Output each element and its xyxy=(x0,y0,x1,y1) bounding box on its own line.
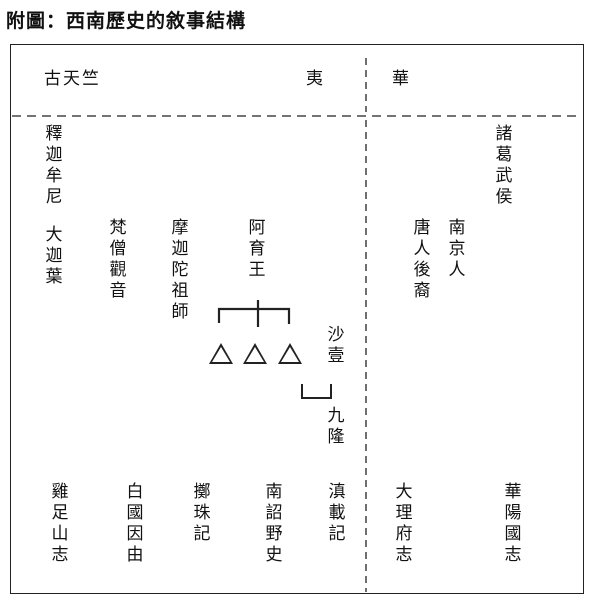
figure-nanjingren: 南京人 xyxy=(448,218,466,280)
text-jizushanzhi: 雞足山志 xyxy=(51,482,69,565)
region-label-hua: 華 xyxy=(392,69,411,89)
figure-dajiaye: 大迦葉 xyxy=(45,225,63,287)
text-nanzhaoyeshi: 南詔野史 xyxy=(265,482,283,565)
figure-mohejiatuozushi: 摩迦陀祖師 xyxy=(171,218,189,322)
figure-jiulong: 九隆 xyxy=(327,406,345,447)
figure-ayuwang: 阿育王 xyxy=(248,218,266,280)
lineage-triangle xyxy=(243,343,267,364)
text-dianzaiji: 滇載記 xyxy=(328,482,346,544)
lineage-bracket xyxy=(217,300,291,327)
text-huayangguozhi: 華陽國志 xyxy=(504,482,522,565)
figure-caption: 附圖：西南歷史的敘事結構 xyxy=(6,10,247,32)
figure-tangrenhouyi: 唐人後裔 xyxy=(413,218,431,301)
text-baiguoyinyou: 白國因由 xyxy=(126,482,144,565)
region-label-yi: 夷 xyxy=(306,69,325,89)
region-label-tianzhu: 古天竺 xyxy=(44,69,101,89)
figure-shijiamouni: 釋迦牟尼 xyxy=(45,124,63,207)
diagram-frame xyxy=(10,44,584,594)
text-zhezhuji: 擲珠記 xyxy=(193,482,211,544)
figure-zhugewuhou: 諸葛武侯 xyxy=(495,124,513,207)
descent-bracket xyxy=(301,384,332,399)
figure-shayi: 沙壹 xyxy=(327,325,345,366)
text-dalifuzhi: 大理府志 xyxy=(395,482,413,565)
figure-fansengguanyin: 梵僧觀音 xyxy=(109,218,127,301)
lineage-triangle xyxy=(278,343,302,364)
lineage-triangle xyxy=(209,343,233,364)
